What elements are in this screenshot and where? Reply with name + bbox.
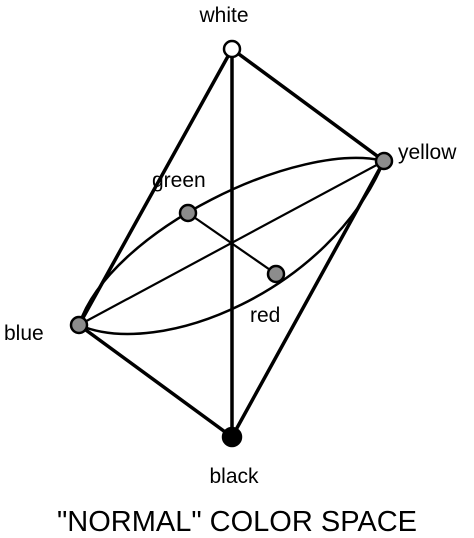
label-red: red [250, 304, 280, 327]
label-green: green [152, 169, 206, 192]
label-blue: blue [4, 322, 44, 345]
curve-upper-blue-yellow [77, 156, 385, 326]
curve-lower-blue-yellow [78, 160, 386, 336]
edge-blue-black [77, 323, 234, 439]
axis-green-red [187, 212, 277, 275]
node-green [178, 203, 198, 223]
node-black [221, 426, 243, 448]
label-yellow: yellow [398, 141, 457, 164]
label-white: white [198, 4, 248, 27]
node-blue [69, 315, 89, 335]
edge-white-yellow [230, 47, 386, 163]
label-black: black [209, 465, 259, 488]
node-red [266, 264, 286, 284]
diagram-title: "NORMAL" COLOR SPACE [57, 506, 417, 538]
node-white [222, 39, 242, 59]
node-yellow [374, 151, 394, 171]
